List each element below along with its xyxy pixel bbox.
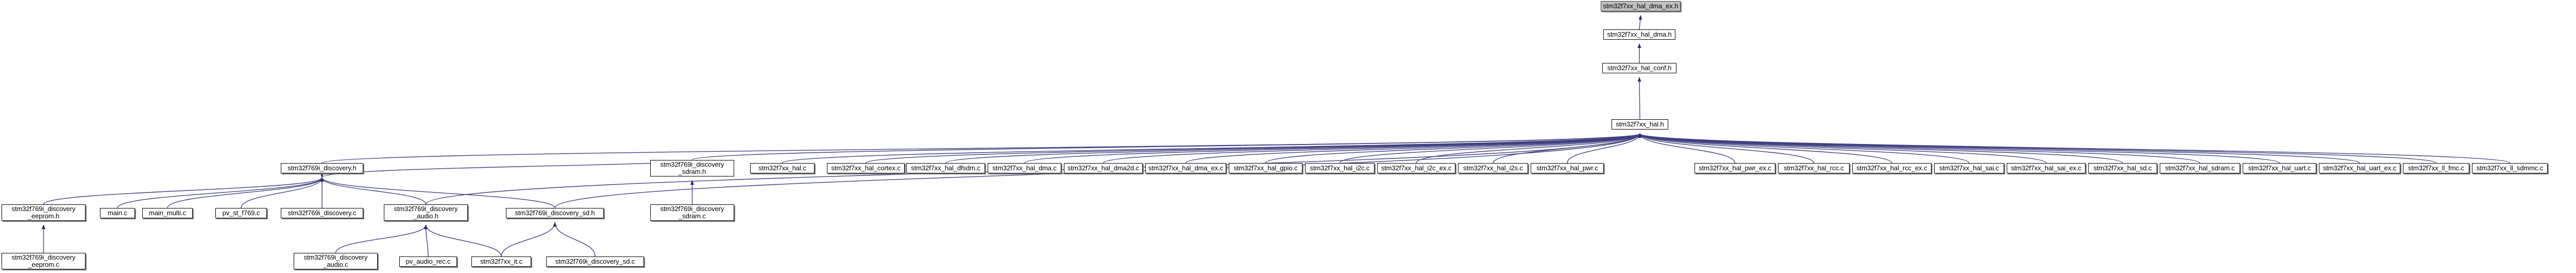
graph-node[interactable]: pv_audio_rec.c bbox=[399, 256, 457, 267]
graph-edge bbox=[241, 177, 324, 208]
graph-node[interactable]: stm32f7xx_hal_pwr.c bbox=[1531, 163, 1604, 173]
graph-edge bbox=[782, 133, 1642, 164]
graph-node[interactable]: stm32f7xx_hal.h bbox=[1612, 119, 1668, 130]
graph-node[interactable]: stm32f7xx_hal_sdram.c bbox=[2160, 163, 2240, 173]
graph-edge bbox=[1339, 133, 1642, 164]
graph-edge bbox=[43, 177, 324, 205]
graph-node[interactable]: main.c bbox=[100, 208, 135, 218]
graph-node[interactable]: stm32f7xx_hal_rcc.c bbox=[1778, 163, 1850, 173]
graph-edge bbox=[320, 177, 555, 208]
graph-edge bbox=[1567, 133, 1642, 164]
graph-edge bbox=[1638, 15, 1642, 30]
graph-node[interactable]: stm32f7xx_hal_cortex.c bbox=[827, 163, 905, 173]
graph-edge bbox=[167, 177, 324, 208]
graph-edge bbox=[321, 133, 1641, 164]
graph-edge bbox=[1493, 133, 1642, 164]
graph-node[interactable]: stm32f7xx_ll_fmc.c bbox=[2403, 163, 2469, 173]
graph-edge bbox=[1638, 133, 2123, 164]
graph-edge bbox=[1637, 77, 1641, 120]
graph-node[interactable]: stm32f7xx_hal_dfsdm.c bbox=[906, 163, 985, 173]
graph-node[interactable]: stm32f7xx_hal_dma.c bbox=[988, 163, 1061, 173]
graph-node[interactable]: stm32f769i_discovery _eeprom.c bbox=[2, 253, 86, 269]
graph-edge bbox=[424, 224, 502, 257]
graph-node[interactable]: stm32f7xx_hal_uart.c bbox=[2243, 163, 2316, 173]
graph-node[interactable]: stm32f7xx_hal_dma2d.c bbox=[1064, 163, 1143, 173]
graph-edge bbox=[1185, 133, 1642, 164]
graph-node[interactable]: stm32f7xx_hal_rcc_ex.c bbox=[1852, 163, 1931, 173]
graph-node[interactable]: stm32f769i_discovery _eeprom.h bbox=[2, 204, 86, 221]
graph-edge bbox=[1265, 133, 1642, 164]
graph-edge bbox=[1638, 133, 1736, 164]
graph-edge bbox=[553, 222, 596, 257]
graph-node[interactable]: stm32f7xx_hal_i2c_ex.c bbox=[1377, 163, 1455, 173]
graph-node[interactable]: stm32f769i_discovery _audio.h bbox=[384, 204, 468, 221]
graph-edge bbox=[1638, 133, 2200, 164]
graph-node[interactable]: stm32f769i_discovery.c bbox=[281, 208, 363, 218]
graph-node[interactable]: stm32f7xx_hal_sd.c bbox=[2088, 163, 2157, 173]
graph-node[interactable]: pv_st_f769.c bbox=[215, 208, 267, 218]
graph-edge bbox=[1638, 133, 1970, 164]
graph-edge bbox=[117, 177, 324, 208]
graph-node[interactable]: stm32f7xx_hal_gpio.c bbox=[1229, 163, 1302, 173]
graph-node[interactable]: stm32f7xx_hal_dma_ex.c bbox=[1145, 163, 1226, 173]
graph-edge bbox=[691, 133, 1641, 160]
graph-edge bbox=[1638, 133, 2511, 164]
graph-edge bbox=[320, 159, 693, 178]
graph-node[interactable]: stm32f7xx_hal_pwr_ex.c bbox=[1694, 163, 1775, 173]
graph-edge bbox=[865, 133, 1642, 164]
graph-node[interactable]: stm32f769i_discovery_sd.c bbox=[546, 256, 644, 267]
graph-edge bbox=[320, 177, 427, 205]
graph-node[interactable]: stm32f7xx_hal_sai.c bbox=[1934, 163, 2004, 173]
graph-node[interactable]: stm32f769i_discovery _sdram.h bbox=[650, 160, 734, 176]
graph-node[interactable]: stm32f7xx_hal_dma.h bbox=[1603, 29, 1675, 40]
graph-edge bbox=[1638, 133, 2280, 164]
graph-edge bbox=[945, 133, 1642, 164]
graph-edge bbox=[1024, 133, 1642, 164]
graph-edge bbox=[1638, 133, 1815, 164]
graph-edge bbox=[335, 224, 428, 253]
graph-edge bbox=[1638, 133, 1892, 164]
graph-edge bbox=[1638, 133, 2360, 164]
graph-edge bbox=[501, 222, 557, 257]
graph-node[interactable]: stm32f7xx_it.c bbox=[471, 256, 531, 267]
graph-node[interactable]: stm32f769i_discovery _audio.c bbox=[294, 253, 378, 269]
graph-edge bbox=[1103, 133, 1642, 164]
graph-node[interactable]: stm32f7xx_hal_i2s.c bbox=[1458, 163, 1528, 173]
graph-edge bbox=[1638, 133, 2047, 164]
graph-node[interactable]: stm32f769i_discovery_sd.h bbox=[506, 208, 604, 218]
graph-edge bbox=[1416, 133, 1642, 164]
graph-node[interactable]: stm32f7xx_hal.c bbox=[750, 163, 815, 173]
graph-node[interactable]: stm32f7xx_hal_uart_ex.c bbox=[2319, 163, 2400, 173]
graph-edge bbox=[1638, 133, 2437, 164]
graph-node[interactable]: stm32f7xx_hal_i2c.c bbox=[1305, 163, 1375, 173]
graph-node[interactable]: stm32f7xx_ll_sdmmc.c bbox=[2472, 163, 2548, 173]
graph-node[interactable]: stm32f7xx_hal_conf.h bbox=[1602, 63, 1676, 73]
graph-node[interactable]: stm32f769i_discovery.h bbox=[281, 163, 363, 173]
graph-edge bbox=[424, 224, 429, 257]
graph-node[interactable]: stm32f769i_discovery _sdram.c bbox=[650, 204, 734, 221]
graph-node[interactable]: main_multi.c bbox=[142, 208, 193, 218]
graph-node[interactable]: stm32f7xx_hal_dma_ex.h bbox=[1601, 1, 1681, 11]
graph-node[interactable]: stm32f7xx_hal_sai_ex.c bbox=[2007, 163, 2086, 173]
